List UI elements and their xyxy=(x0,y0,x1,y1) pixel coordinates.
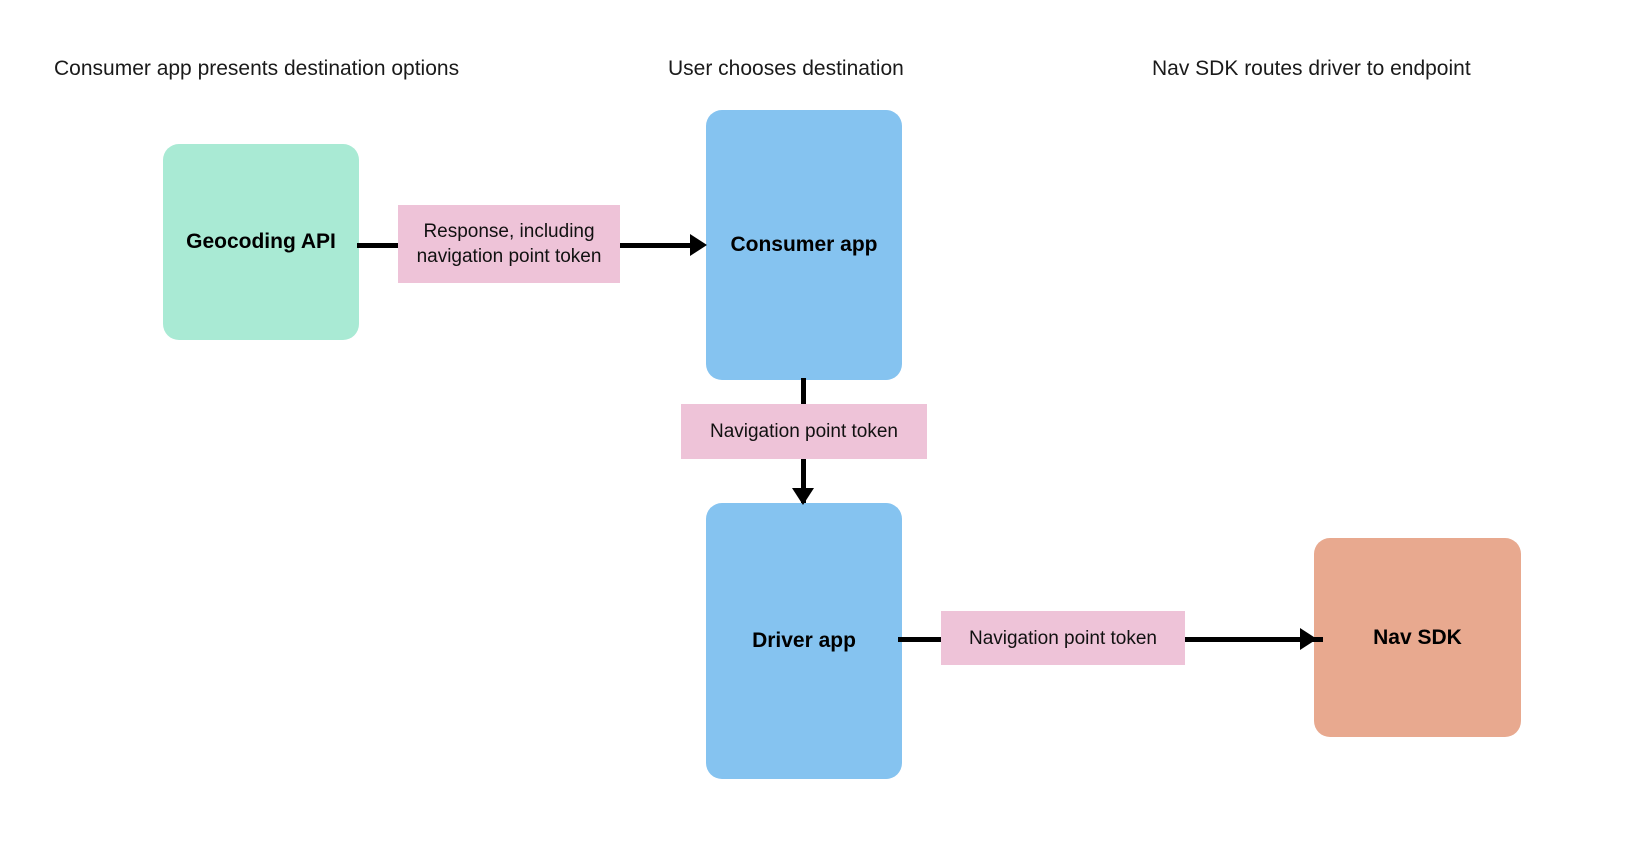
node-consumer-app[interactable]: Consumer app xyxy=(706,110,902,380)
node-driver-app[interactable]: Driver app xyxy=(706,503,902,779)
connector-consumer-app-to-driver-app-arrowhead xyxy=(792,488,814,505)
node-geocoding-api-label: Geocoding API xyxy=(186,230,336,253)
edge-label-response-including-navigation-point-token-text: Response, including navigation point tok… xyxy=(416,221,602,267)
node-driver-app-label: Driver app xyxy=(752,629,856,652)
column-header-consumer-app-presents-destination-options: Consumer app presents destination option… xyxy=(54,57,460,80)
connector-geocoding-api-to-consumer-app-arrowhead xyxy=(690,234,707,256)
node-nav-sdk-label: Nav SDK xyxy=(1373,625,1462,649)
edge-label-navigation-point-token-driver-to-nav-sdk-text: Navigation point token xyxy=(968,627,1157,649)
edge-label-navigation-point-token-consumer-to-driver-text: Navigation point token xyxy=(709,421,898,442)
column-header-user-chooses-destination: User chooses destination xyxy=(668,57,904,80)
edge-label-response-including-navigation-point-token: Response, including navigation point tok… xyxy=(398,205,620,283)
connector-driver-app-to-nav-sdk-arrowhead xyxy=(1300,628,1317,650)
column-header-nav-sdk-routes-driver-to-endpoint: Nav SDK routes driver to endpoint xyxy=(1152,57,1471,80)
edge-label-navigation-point-token-driver-to-nav-sdk: Navigation point token xyxy=(941,611,1185,665)
node-nav-sdk[interactable]: Nav SDK xyxy=(1314,538,1521,737)
node-geocoding-api[interactable]: Geocoding API xyxy=(163,144,359,340)
edge-label-navigation-point-token-consumer-to-driver: Navigation point token xyxy=(681,404,927,459)
node-consumer-app-label: Consumer app xyxy=(730,233,878,256)
